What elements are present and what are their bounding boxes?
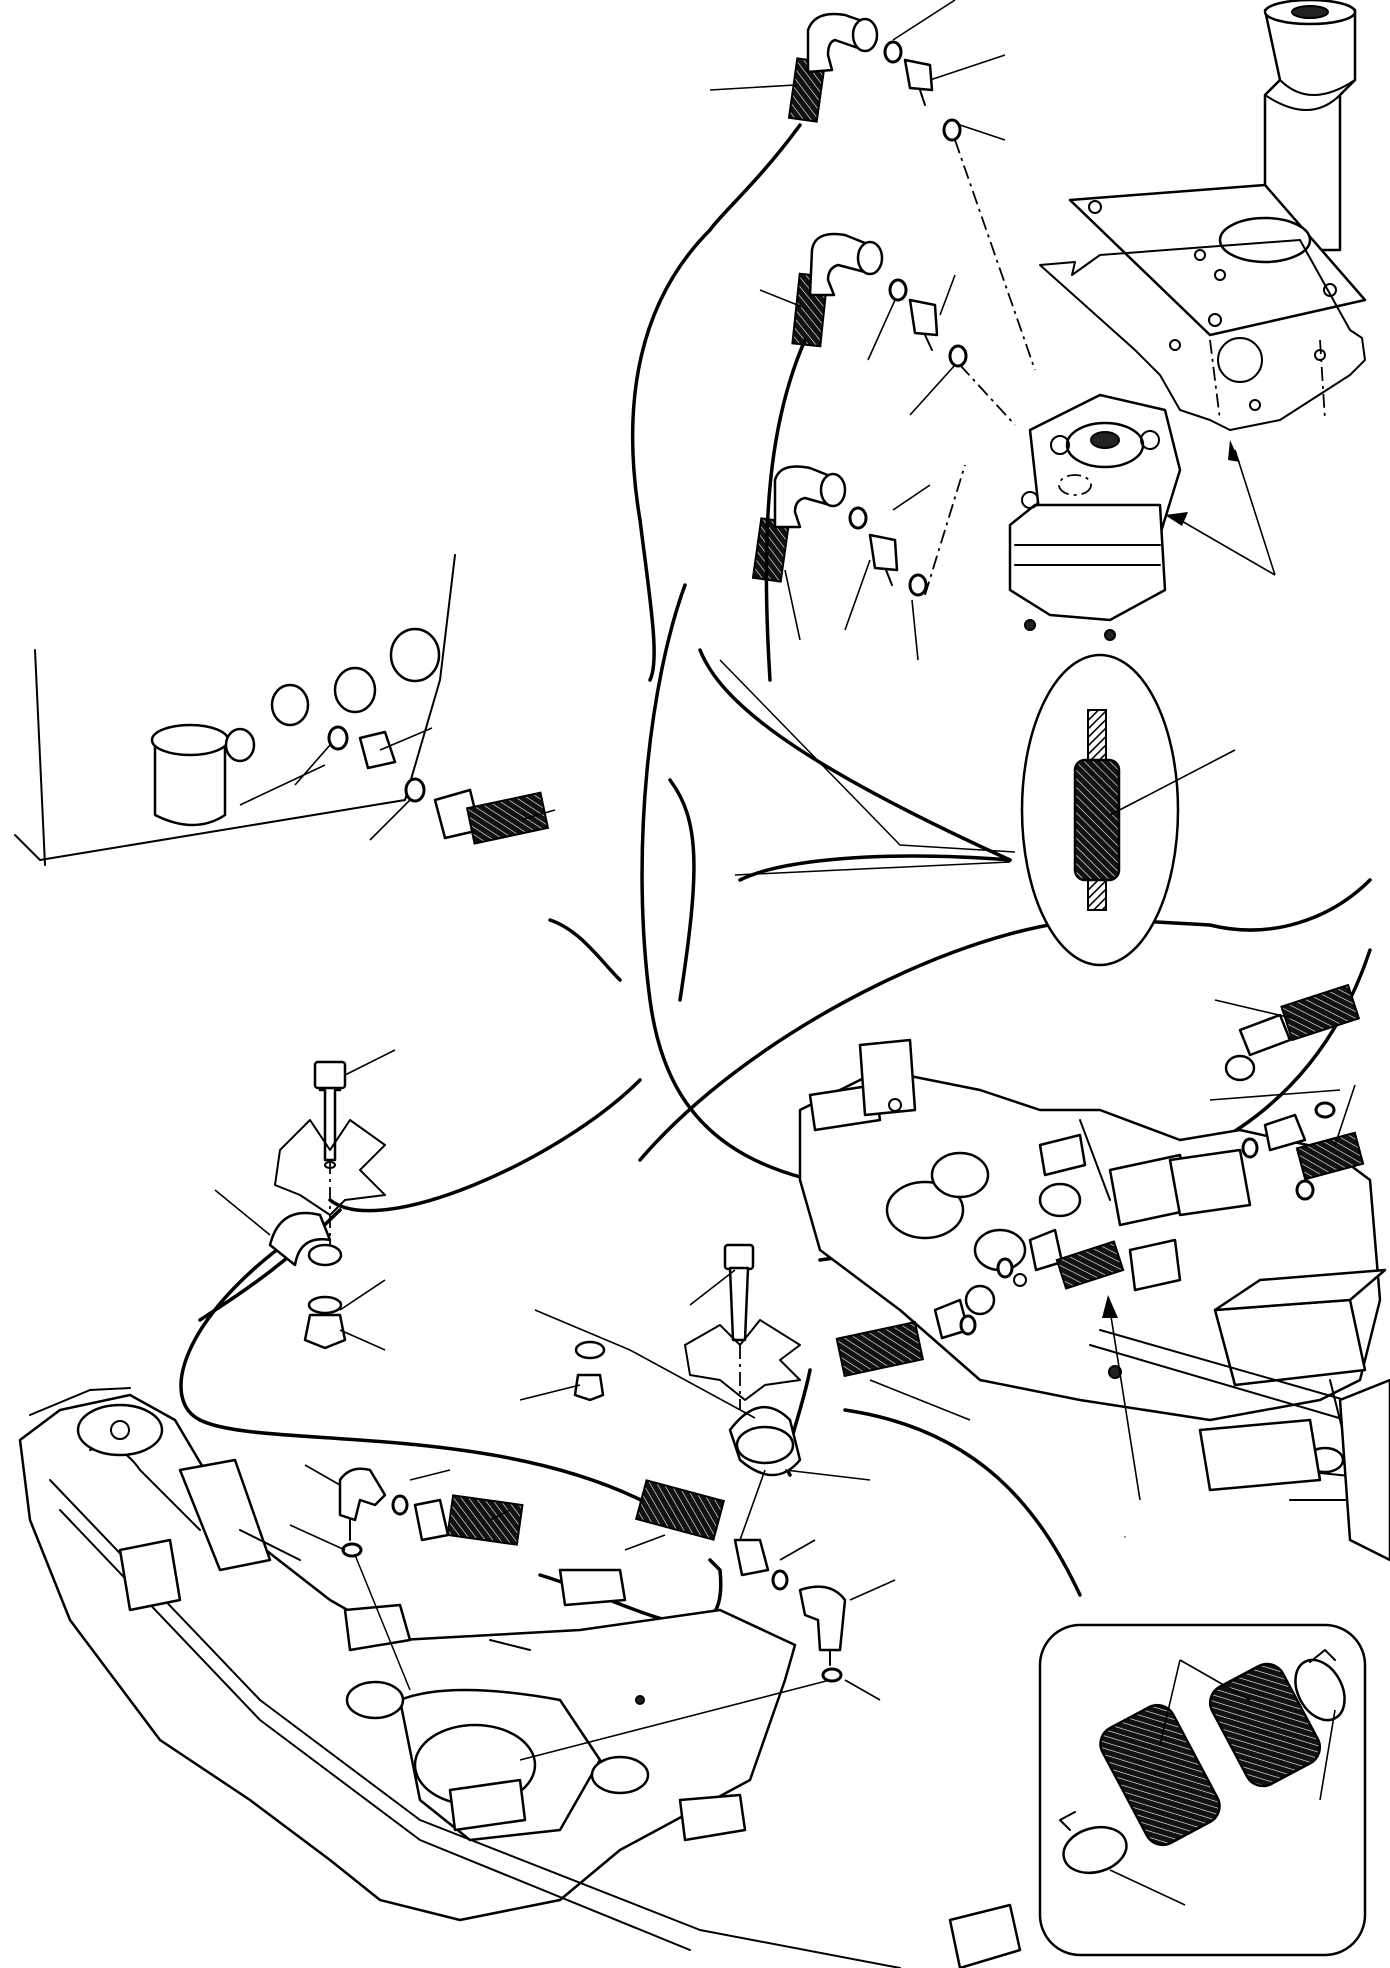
detail-bubble-sleeve xyxy=(1020,653,1236,967)
callout-leaders-top xyxy=(709,0,1006,661)
detail-box-sleeves-clamps xyxy=(1038,1623,1367,1957)
elbow-fitting-1 xyxy=(787,12,962,142)
clamp-bolt-left xyxy=(214,1049,396,1351)
clamp-bolt-center xyxy=(519,1243,871,1541)
front-axle xyxy=(18,1387,1022,1968)
control-valve-block xyxy=(798,1038,1390,1562)
elbow-fitting-3 xyxy=(751,465,928,597)
steering-valve xyxy=(1008,393,1182,641)
steering-column-assembly xyxy=(1039,0,1367,576)
valve-fittings: · xyxy=(835,983,1365,1543)
axle-fittings xyxy=(289,1464,896,1761)
stray-mark: · xyxy=(1123,1529,1127,1543)
cab-panel-fittings xyxy=(14,554,556,866)
elbow-fitting-2 xyxy=(791,232,968,368)
upper-hose-fittings xyxy=(751,12,1036,597)
